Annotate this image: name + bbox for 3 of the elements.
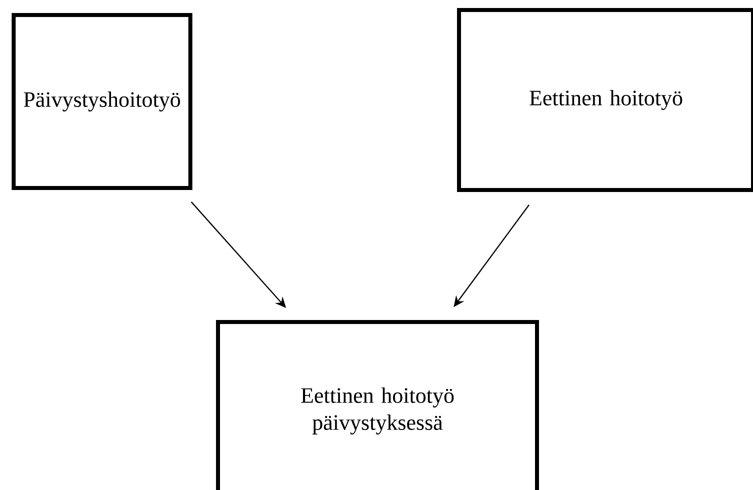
text-box: Päivystyshoitotyö [12,13,192,190]
text-box: Eettinen hoitotyö päivystyksessä [216,320,539,490]
text-box: Eettinen hoitotyö [457,8,753,192]
